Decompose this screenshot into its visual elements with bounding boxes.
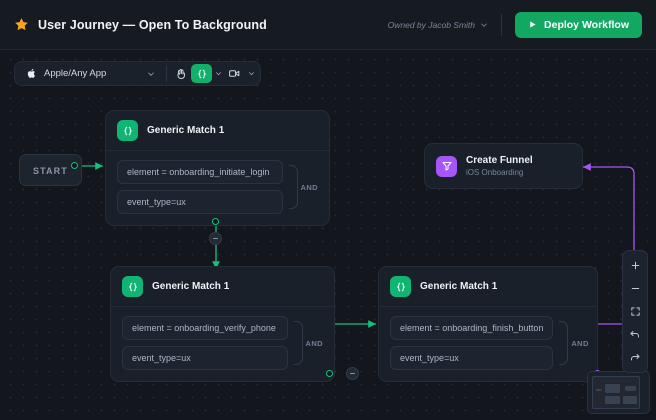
fit-screen-button[interactable]: [622, 300, 648, 323]
minimap-node: [605, 396, 620, 404]
code-tool-dropdown[interactable]: [212, 64, 224, 83]
chevron-down-icon: [248, 72, 254, 76]
app-selector-label: Apple/Any App: [44, 68, 107, 79]
redo-button[interactable]: [622, 346, 648, 369]
minimap[interactable]: [587, 371, 650, 414]
condition-list: element = onboarding_finish_button event…: [390, 316, 554, 370]
operator-label: AND: [300, 182, 318, 192]
fit-screen-icon: [630, 307, 640, 316]
condition-row[interactable]: event_type=ux: [390, 346, 554, 370]
page-title: User Journey — Open To Background: [38, 17, 267, 32]
minus-icon: [631, 287, 639, 290]
owner-dropdown[interactable]: Owned by Jacob Smith: [388, 20, 488, 30]
undo-button[interactable]: [622, 323, 648, 346]
node-generic-match-3[interactable]: Generic Match 1 element = onboarding_fin…: [378, 266, 598, 382]
node-header: Generic Match 1: [379, 267, 597, 307]
node-header: Generic Match 1: [111, 267, 334, 307]
video-tool-dropdown[interactable]: [245, 64, 257, 83]
operator-group: AND: [293, 316, 323, 370]
workflow-canvas[interactable]: START Generic Match 1 element = onboardi…: [0, 50, 656, 420]
minus-icon: [350, 372, 355, 375]
operator-bracket: [559, 321, 569, 365]
video-tool-button[interactable]: [224, 64, 245, 83]
canvas-controls: [622, 250, 648, 373]
app-selector-dropdown[interactable]: Apple/Any App: [18, 62, 163, 85]
minimap-node: [605, 384, 620, 393]
minimap-viewport[interactable]: [592, 376, 640, 409]
minus-icon: [213, 237, 218, 240]
funnel-text-group: Create Funnel iOS Onboarding: [466, 155, 533, 177]
funnel-icon: [436, 155, 457, 177]
condition-row[interactable]: element = onboarding_finish_button: [390, 316, 554, 340]
app-header: User Journey — Open To Background Owned …: [0, 0, 656, 50]
code-tool-group: [191, 64, 224, 83]
node-title: Create Funnel: [466, 155, 533, 166]
start-node-label: START: [33, 166, 68, 176]
video-tool-group: [224, 64, 257, 83]
condition-list: element = onboarding_verify_phone event_…: [122, 316, 288, 370]
curly-braces-icon: [117, 120, 138, 141]
node-body: element = onboarding_initiate_login even…: [106, 151, 329, 225]
code-tool-button[interactable]: [191, 64, 213, 83]
minimap-node: [625, 386, 636, 391]
condition-row[interactable]: event_type=ux: [122, 346, 288, 370]
operator-bracket: [288, 165, 298, 209]
plus-icon: [631, 261, 639, 270]
chevron-down-icon: [481, 23, 487, 27]
chevron-down-icon: [148, 72, 155, 76]
star-icon[interactable]: [14, 17, 29, 32]
node-title: Generic Match 1: [152, 281, 230, 292]
edge-remove-button[interactable]: [346, 367, 359, 380]
minimap-node: [596, 389, 602, 391]
zoom-out-button[interactable]: [622, 277, 648, 300]
node-title: Generic Match 1: [147, 125, 225, 136]
node-generic-match-2[interactable]: Generic Match 1 element = onboarding_ver…: [110, 266, 335, 382]
hand-icon: [177, 68, 185, 79]
node-body: element = onboarding_verify_phone event_…: [111, 307, 334, 381]
header-right-group: Owned by Jacob Smith Deploy Workflow: [388, 11, 642, 38]
operator-group: AND: [559, 316, 588, 370]
toolbar-divider: [166, 65, 168, 82]
operator-group: AND: [288, 160, 318, 214]
curly-braces-icon: [122, 276, 143, 297]
video-camera-icon: [229, 70, 240, 77]
start-node[interactable]: START: [19, 154, 82, 186]
node-header: Create Funnel iOS Onboarding: [425, 144, 582, 188]
curly-braces-icon: [197, 69, 206, 78]
node-generic-match-1[interactable]: Generic Match 1 element = onboarding_ini…: [105, 110, 330, 226]
redo-arrow-icon: [631, 353, 640, 360]
deploy-workflow-button[interactable]: Deploy Workflow: [515, 11, 642, 38]
zoom-in-button[interactable]: [622, 254, 648, 277]
start-output-port[interactable]: [71, 162, 78, 169]
node-subtitle: iOS Onboarding: [466, 168, 524, 177]
deploy-workflow-label: Deploy Workflow: [544, 18, 629, 31]
operator-label: AND: [305, 338, 323, 348]
node-body: element = onboarding_finish_button event…: [379, 307, 597, 381]
minimap-node: [623, 396, 637, 404]
condition-row[interactable]: element = onboarding_verify_phone: [122, 316, 288, 340]
header-divider: [501, 13, 503, 36]
condition-row[interactable]: event_type=ux: [117, 190, 283, 214]
node-1-output-port[interactable]: [212, 218, 219, 225]
curly-braces-icon: [390, 276, 411, 297]
play-icon: [530, 21, 536, 28]
node-title: Generic Match 1: [420, 281, 498, 292]
node-create-funnel[interactable]: Create Funnel iOS Onboarding: [424, 143, 583, 189]
condition-list: element = onboarding_initiate_login even…: [117, 160, 283, 214]
canvas-toolbar: Apple/Any App: [14, 61, 262, 86]
apple-icon: [27, 68, 35, 78]
undo-arrow-icon: [630, 330, 639, 337]
operator-label: AND: [571, 338, 589, 348]
condition-row[interactable]: element = onboarding_initiate_login: [117, 160, 283, 184]
chevron-down-icon: [215, 72, 221, 76]
edge-remove-button[interactable]: [209, 232, 222, 245]
owner-label: Owned by Jacob Smith: [387, 19, 476, 30]
node-header: Generic Match 1: [106, 111, 329, 151]
hand-tool-button[interactable]: [170, 64, 191, 83]
node-2-output-port[interactable]: [326, 370, 333, 377]
operator-bracket: [293, 321, 303, 365]
